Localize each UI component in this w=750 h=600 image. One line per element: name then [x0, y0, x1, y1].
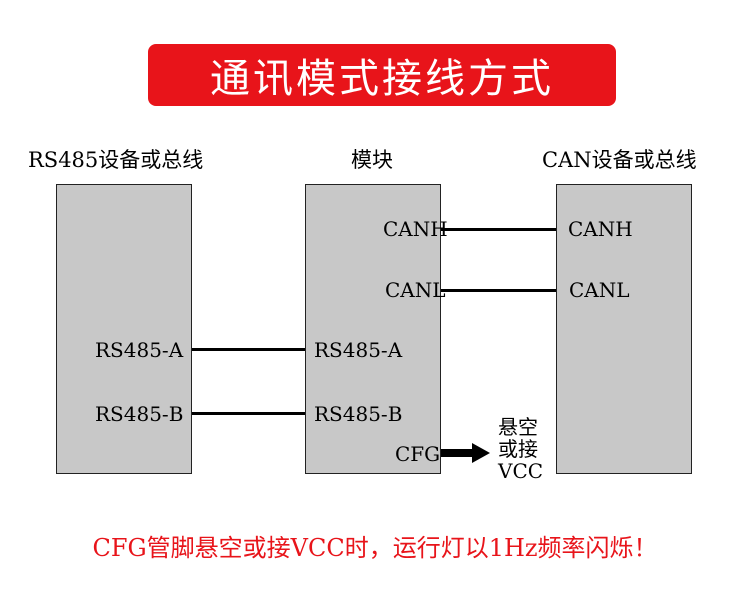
- rs485-a-wire: [192, 348, 305, 351]
- module-pin-rs485-a: RS485-A: [314, 338, 403, 362]
- canl-wire: [441, 289, 556, 292]
- rs485-device-box: [56, 184, 192, 474]
- page-title: 通讯模式接线方式: [210, 56, 554, 102]
- title-banner: 通讯模式接线方式: [148, 44, 616, 106]
- footer-note: CFG管脚悬空或接VCC时，运行灯以1Hz频率闪烁！: [92, 534, 658, 562]
- module-pin-cfg: CFG: [395, 442, 441, 466]
- module-box: [305, 184, 441, 474]
- right-pin-canl: CANL: [569, 278, 630, 302]
- cfg-note: 悬空 或接 VCC: [498, 416, 543, 482]
- right-pin-canh: CANH: [568, 217, 633, 241]
- module-pin-rs485-b: RS485-B: [314, 402, 403, 426]
- cfg-note-line2: 或接: [498, 437, 538, 461]
- module-pin-canh: CANH: [383, 217, 448, 241]
- left-device-label: RS485设备或总线: [28, 148, 204, 172]
- right-device-label: CAN设备或总线: [542, 148, 697, 172]
- left-pin-rs485-b: RS485-B: [95, 402, 184, 426]
- cfg-note-line1: 悬空: [498, 415, 538, 439]
- left-pin-rs485-a: RS485-A: [95, 338, 184, 362]
- canh-wire: [441, 228, 556, 231]
- cfg-arrow-icon: [441, 443, 490, 463]
- can-device-box: [556, 184, 692, 474]
- cfg-note-line3: VCC: [498, 459, 544, 483]
- module-label: 模块: [351, 148, 393, 172]
- module-pin-canl: CANL: [385, 278, 446, 302]
- rs485-b-wire: [192, 412, 305, 415]
